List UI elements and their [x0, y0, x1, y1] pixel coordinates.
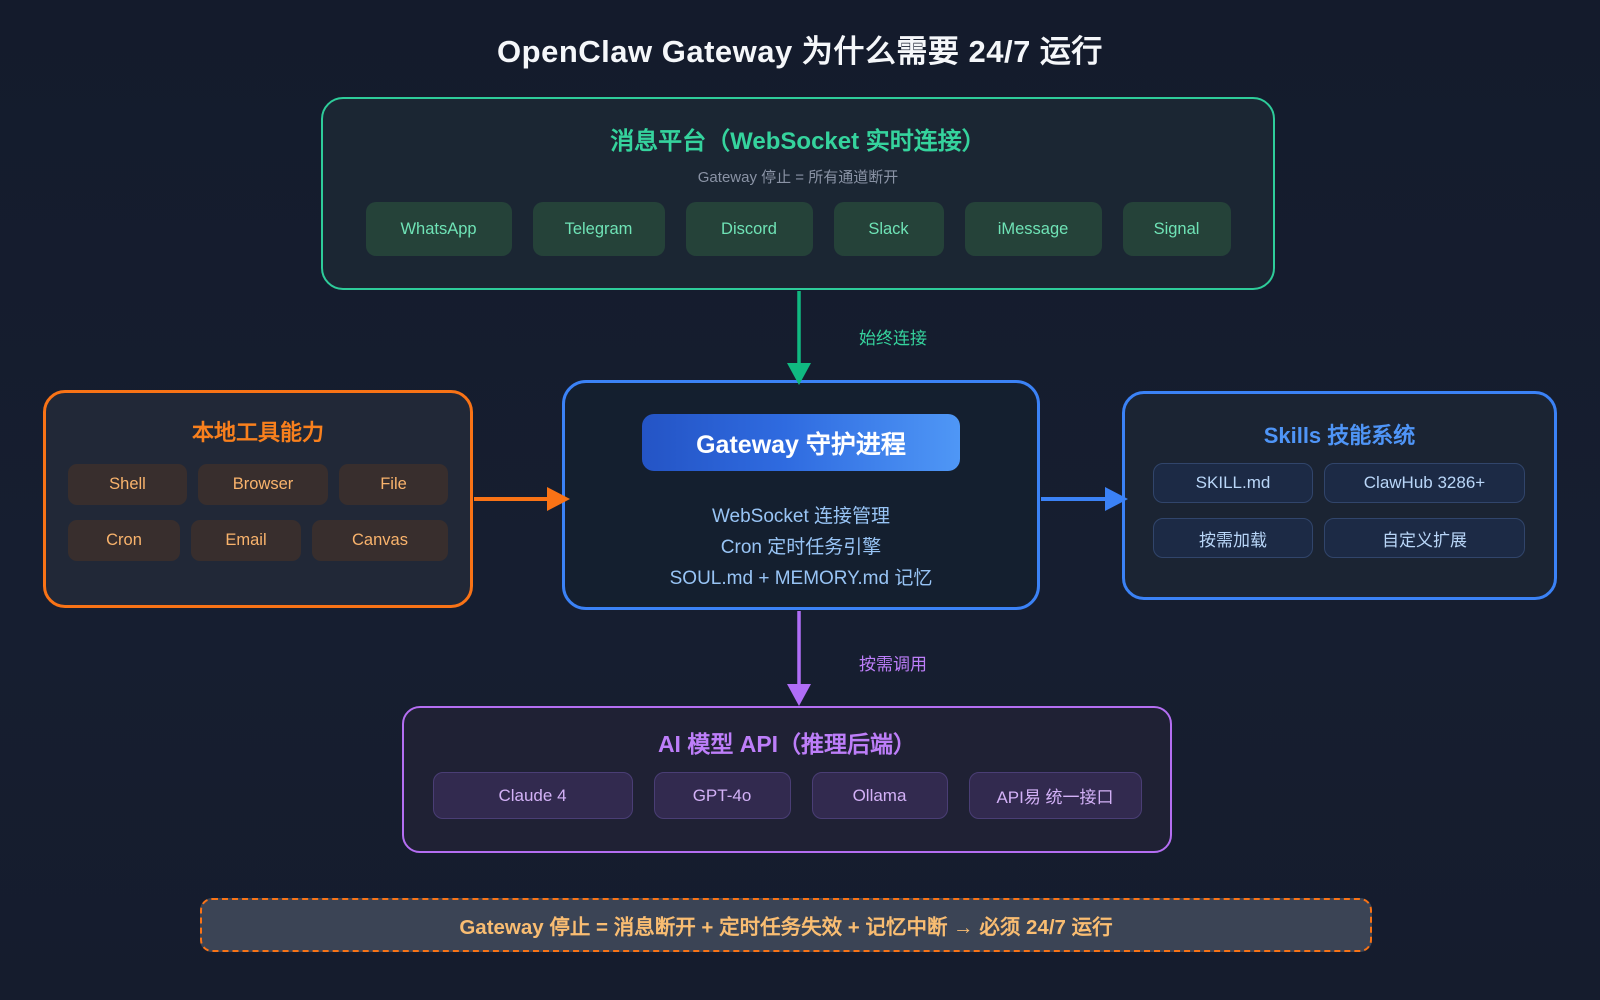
local-tools-box: 本地工具能力 Shell Browser File Cron Email Can…: [43, 390, 473, 608]
chip-email: Email: [191, 520, 301, 561]
arrow-gateway-to-ai: [787, 611, 811, 706]
gateway-daemon-box: Gateway 守护进程 WebSocket 连接管理 Cron 定时任务引擎 …: [562, 380, 1040, 610]
skills-system-title: Skills 技能系统: [1263, 423, 1416, 448]
on-demand-label: 按需调用: [859, 655, 927, 674]
conclusion-banner-text: Gateway 停止 = 消息断开 + 定时任务失效 + 记忆中断 → 必须 2…: [459, 916, 1113, 939]
page-title: OpenClaw Gateway 为什么需要 24/7 运行: [497, 34, 1103, 69]
chip-custom-extension: 自定义扩展: [1324, 518, 1525, 558]
chip-telegram: Telegram: [532, 202, 665, 256]
arrow-tools-to-gateway: [474, 487, 570, 511]
conclusion-banner: Gateway 停止 = 消息断开 + 定时任务失效 + 记忆中断 → 必须 2…: [200, 898, 1372, 952]
ai-models-chip-row: Claude 4 GPT-4o Ollama API易 统一接口: [404, 772, 1170, 819]
messaging-platforms-box: 消息平台（WebSocket 实时连接） Gateway 停止 = 所有通道断开…: [321, 97, 1275, 290]
chip-clawhub: ClawHub 3286+: [1324, 463, 1525, 503]
ai-models-box: AI 模型 API（推理后端） Claude 4 GPT-4o Ollama A…: [402, 706, 1172, 853]
chip-slack: Slack: [833, 202, 944, 256]
gateway-feature-websocket: WebSocket 连接管理: [711, 506, 891, 527]
chip-canvas: Canvas: [312, 520, 448, 561]
chip-on-demand-load: 按需加载: [1153, 518, 1313, 558]
chip-whatsapp: WhatsApp: [365, 202, 512, 256]
chip-discord: Discord: [685, 202, 813, 256]
skills-chip-grid: SKILL.md ClawHub 3286+ 按需加载 自定义扩展: [1153, 463, 1525, 558]
chip-shell: Shell: [68, 464, 187, 505]
chip-cron: Cron: [68, 520, 180, 561]
gateway-feature-cron: Cron 定时任务引擎: [720, 537, 882, 558]
chip-claude-4: Claude 4: [432, 772, 633, 819]
chip-browser: Browser: [198, 464, 328, 505]
always-connected-label: 始终连接: [859, 329, 927, 348]
chip-imessage: iMessage: [964, 202, 1102, 256]
ai-models-title: AI 模型 API（推理后端）: [657, 731, 917, 757]
local-tools-row-1: Shell Browser File: [46, 464, 470, 505]
local-tools-row-2: Cron Email Canvas: [46, 520, 470, 561]
skills-system-box: Skills 技能系统 SKILL.md ClawHub 3286+ 按需加载 …: [1122, 391, 1557, 600]
gateway-daemon-pill: Gateway 守护进程: [642, 414, 960, 471]
arrow-messaging-to-gateway: [787, 291, 811, 385]
chip-skill-md: SKILL.md: [1153, 463, 1313, 503]
messaging-platforms-subtitle: Gateway 停止 = 所有通道断开: [697, 169, 899, 186]
messaging-platforms-title: 消息平台（WebSocket 实时连接）: [610, 128, 986, 155]
chip-gpt-4o: GPT-4o: [653, 772, 791, 819]
arrow-gateway-to-skills: [1041, 487, 1128, 511]
chip-signal: Signal: [1122, 202, 1231, 256]
chip-file: File: [339, 464, 448, 505]
gateway-feature-lines: WebSocket 连接管理 Cron 定时任务引擎 SOUL.md + MEM…: [565, 501, 1037, 594]
gateway-feature-memory: SOUL.md + MEMORY.md 记忆: [669, 568, 933, 589]
chip-api-yi: API易 统一接口: [968, 772, 1142, 819]
chip-ollama: Ollama: [811, 772, 948, 819]
local-tools-title: 本地工具能力: [191, 420, 324, 445]
messaging-chip-row: WhatsApp Telegram Discord Slack iMessage…: [323, 202, 1273, 256]
